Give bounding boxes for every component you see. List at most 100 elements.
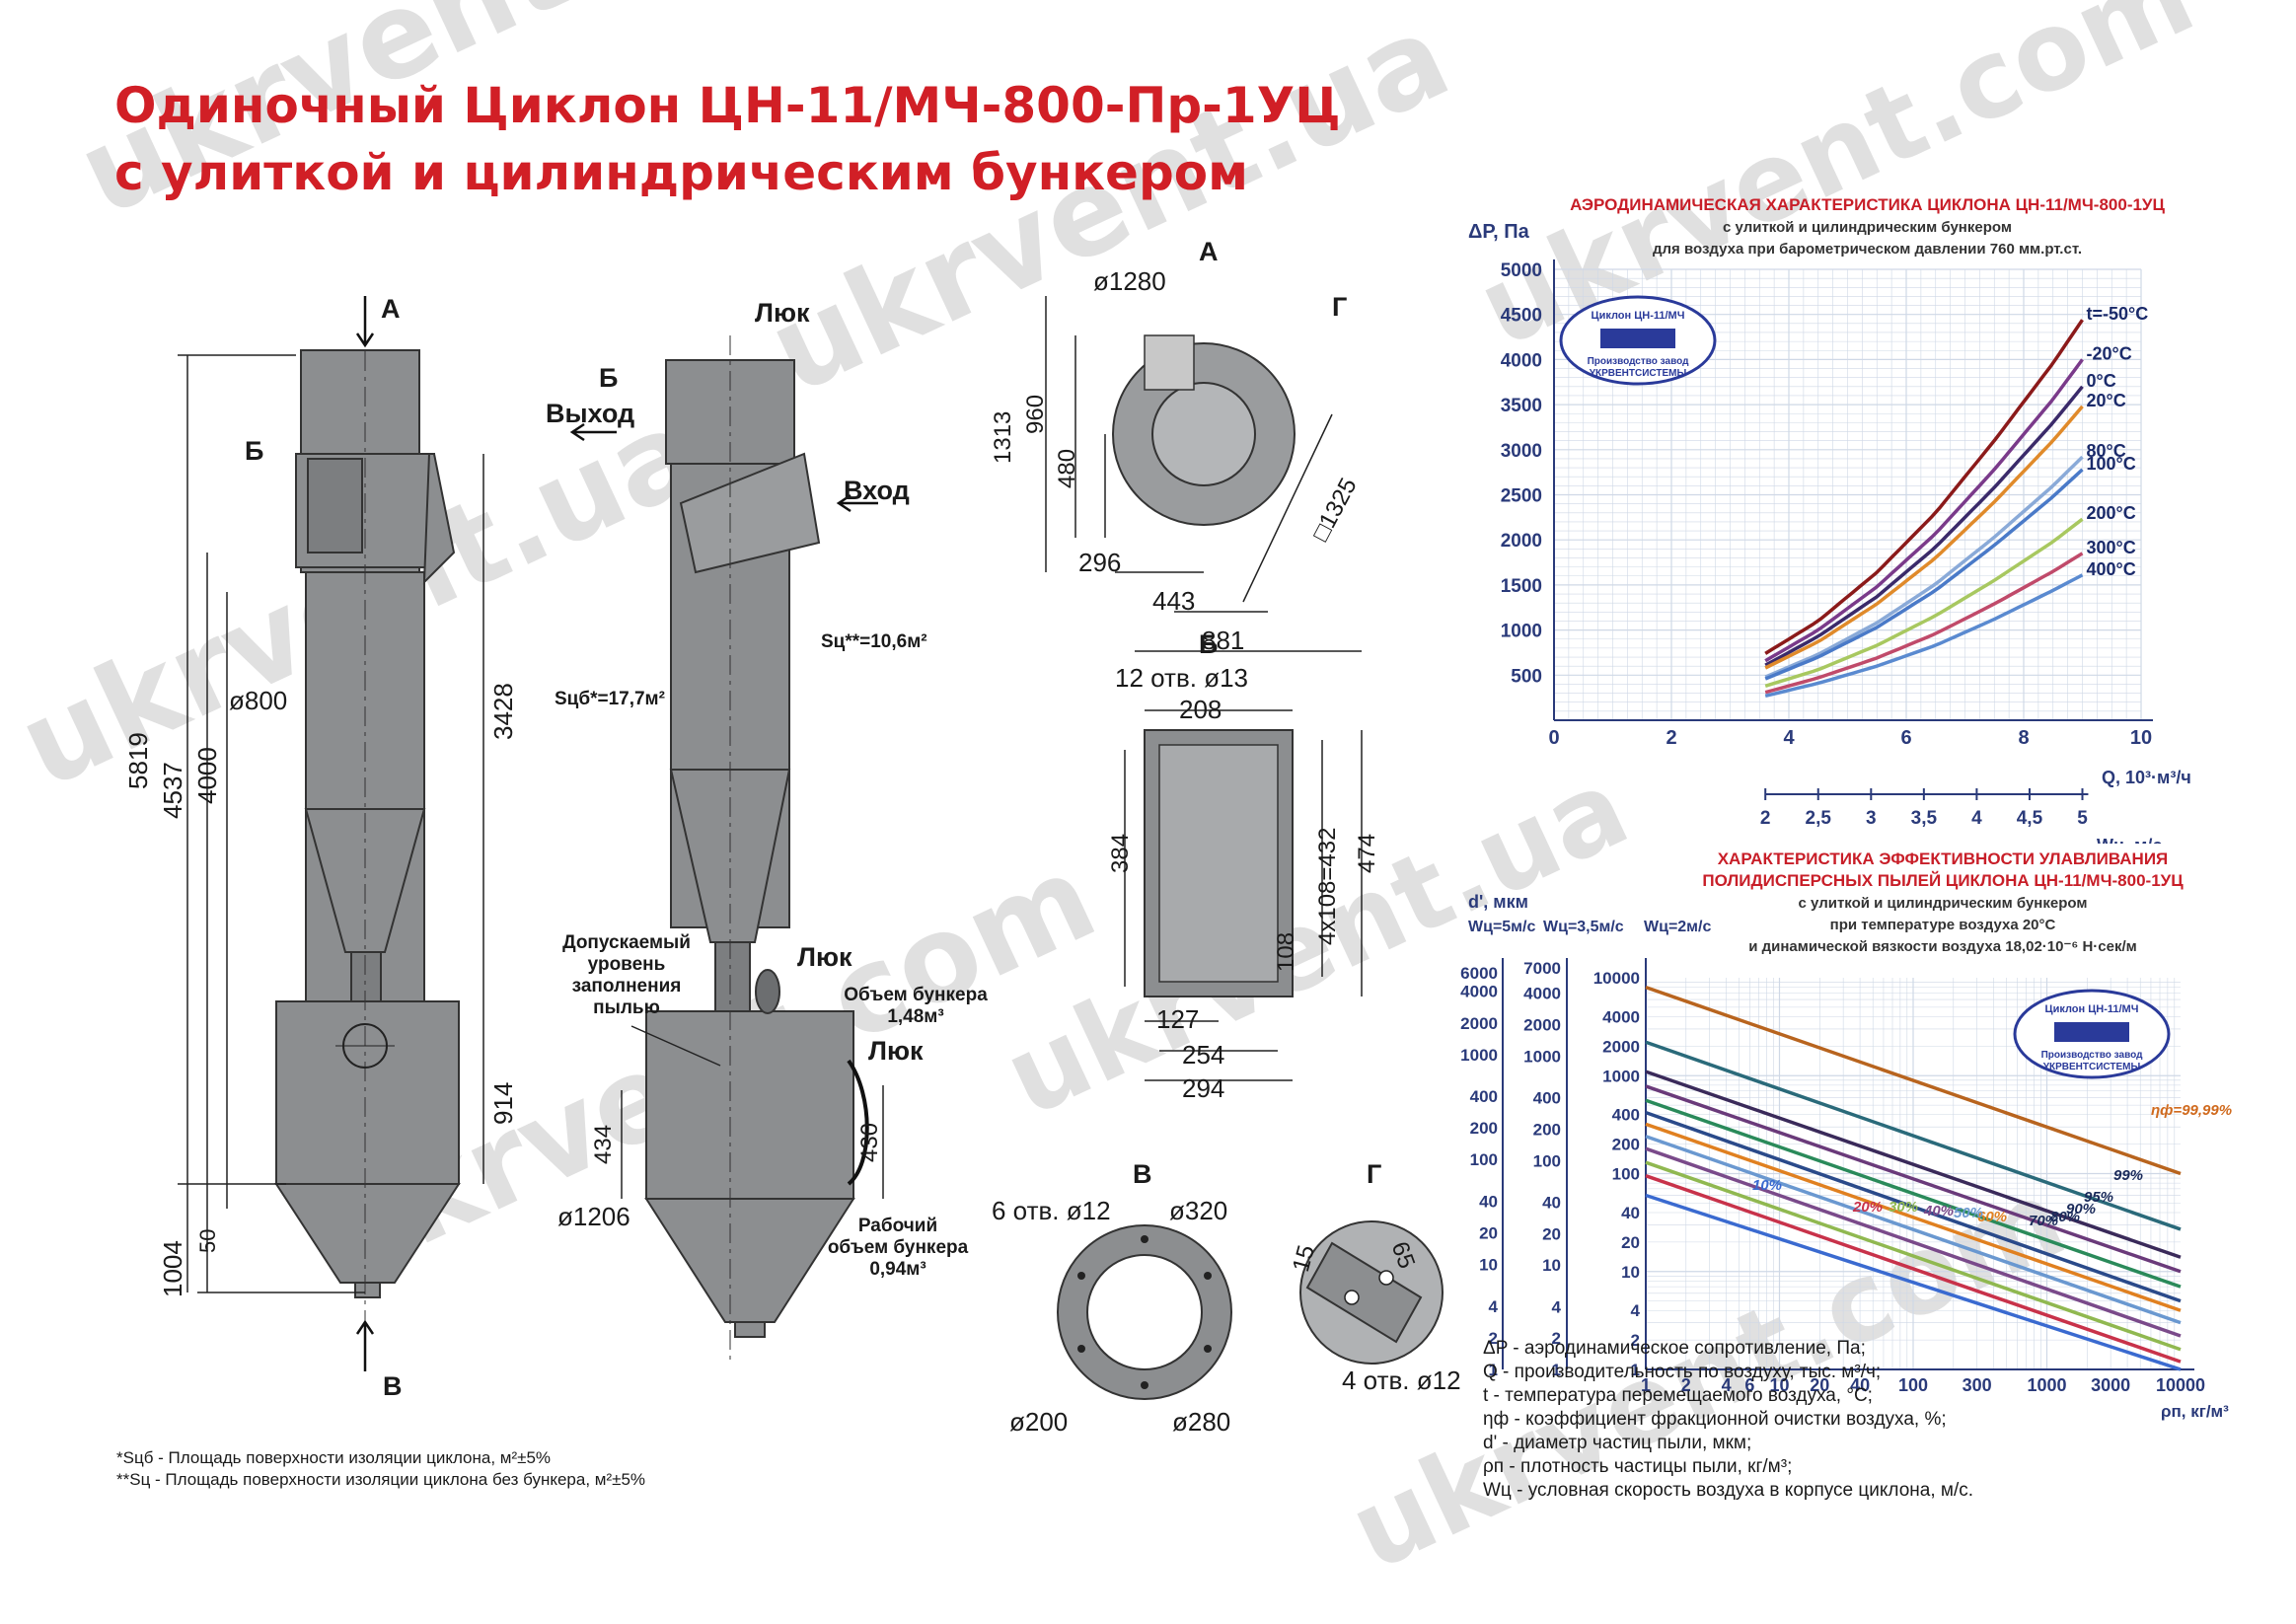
dim-50: 50 <box>195 1228 220 1253</box>
aerodynamic-chart: АЭРОДИНАМИЧЕСКАЯ ХАРАКТЕРИСТИКА ЦИКЛОНА … <box>1468 195 2191 844</box>
series-line <box>1764 319 2084 655</box>
series-line <box>1645 985 2182 1176</box>
legend-line: ΔP - аэродинамическое сопротивление, Па; <box>1483 1338 1866 1359</box>
dim-480: 480 <box>1054 448 1080 488</box>
col-label: Wц=3,5м/с <box>1543 919 1624 935</box>
series-label: 200°C <box>2087 503 2136 523</box>
legend-line: Wц - условная скорость воздуха в корпусе… <box>1483 1480 1974 1501</box>
y1-tick-label: 100 <box>1470 1150 1498 1169</box>
stamp-text: Производство завод <box>2041 1050 2143 1061</box>
view-a-drawing <box>1045 296 1362 652</box>
work-volume-line: Рабочий <box>857 1216 938 1236</box>
dim-254: 254 <box>1182 1040 1225 1070</box>
cyclone-front-view <box>178 296 484 1371</box>
x2-tick-label: 5 <box>2077 808 2088 829</box>
legend-line: d' - диаметр частиц пыли, мкм; <box>1483 1433 1752 1453</box>
y-tick-label: 2000 <box>1501 531 1542 552</box>
x-tick-label: 0 <box>1548 727 1559 749</box>
x-tick-label: 6 <box>1744 1375 1754 1395</box>
x-tick-label: 20 <box>1810 1375 1829 1395</box>
series-line <box>1645 1098 2182 1289</box>
series-label: 90% <box>2066 1201 2096 1218</box>
y-tick-label: 500 <box>1511 666 1542 687</box>
x-tick-label: 10000 <box>2156 1375 2205 1395</box>
hatch-label-top: Люк <box>755 298 810 328</box>
y2-tick-label: 7000 <box>1523 959 1561 978</box>
y-tick-label: 3000 <box>1501 441 1542 462</box>
surface-area-1: Sцб*=17,7м² <box>555 689 665 709</box>
dim-474: 474 <box>1354 833 1380 873</box>
footnote: *Sцб - Площадь поверхности изоляции цикл… <box>116 1448 552 1467</box>
series-line <box>1764 517 2084 688</box>
series-label: 99% <box>2113 1167 2143 1184</box>
series-line <box>1645 1193 2182 1371</box>
series-line <box>1764 405 2084 670</box>
y3-tick-label: 10000 <box>1593 969 1640 988</box>
efficiency-chart: ХАРАКТЕРИСТИКА ЭФФЕКТИВНОСТИ УЛАВЛИВАНИЯ… <box>1460 849 2232 1421</box>
y3-tick-label: 4 <box>1631 1301 1641 1320</box>
dim-881: 881 <box>1202 626 1245 655</box>
dim-5819: 5819 <box>123 732 153 789</box>
legend-line: ηф - коэффициент фракционной очистки воз… <box>1483 1409 1947 1430</box>
series-label: 50% <box>1954 1205 1983 1221</box>
y2-tick-label: 1000 <box>1523 1047 1561 1066</box>
series-line <box>1645 1084 2182 1274</box>
dust-level-line: пылью <box>593 997 660 1018</box>
x-tick-label: 300 <box>1963 1375 1992 1395</box>
x2-tick-label: 2,5 <box>1806 808 1832 829</box>
y1-tick-label: 6000 <box>1460 964 1498 983</box>
y-axis-label: d', мкм <box>1468 892 1528 912</box>
dim-4537: 4537 <box>158 762 187 819</box>
y1-tick-label: 200 <box>1470 1119 1498 1138</box>
view-b-holes: 12 отв. ø13 <box>1115 663 1249 693</box>
bunker-volume-line: 1,48м³ <box>887 1006 944 1027</box>
x-tick-label: 4 <box>1722 1375 1732 1395</box>
x-axis-label: ρп, кг/м³ <box>2161 1402 2229 1421</box>
y1-tick-label: 2000 <box>1460 1014 1498 1033</box>
x-axis-label: Q, 10³·м³/ч <box>2102 768 2191 787</box>
work-volume-line: объем бункера <box>827 1237 969 1258</box>
y1-tick-label: 1000 <box>1460 1046 1498 1065</box>
stamp-text: Циклон ЦН-11/МЧ <box>1592 310 1685 322</box>
x-tick-label: 1000 <box>2027 1375 2066 1395</box>
series-label: 80% <box>2050 1209 2080 1225</box>
work-volume-note: Рабочий объем бункера 0,94м³ <box>809 1216 987 1281</box>
x2-tick-label: 4,5 <box>2017 808 2043 829</box>
view-marker-b-side: Б <box>599 363 619 393</box>
y2-tick-label: 400 <box>1533 1089 1561 1108</box>
y2-tick-label: 4 <box>1552 1297 1562 1316</box>
view-marker-v: В <box>383 1371 403 1401</box>
y3-tick-label: 2 <box>1631 1331 1640 1350</box>
x-tick-label: 6 <box>1900 727 1911 749</box>
view-marker-b: Б <box>245 436 264 466</box>
series-label: 300°C <box>2087 538 2136 557</box>
dim-108: 108 <box>1273 931 1299 972</box>
dust-level-line: Допускаемый <box>562 932 691 953</box>
y3-tick-label: 100 <box>1612 1165 1640 1184</box>
series-line <box>1764 358 2084 663</box>
chart-title: ПОЛИДИСПЕРСНЫХ ПЫЛЕЙ ЦИКЛОНА ЦН-11/МЧ-80… <box>1702 871 2184 890</box>
dim-d280: ø280 <box>1172 1407 1231 1437</box>
dim-d800: ø800 <box>229 686 288 715</box>
dust-level-line: заполнения <box>571 976 682 997</box>
series-line <box>1645 1122 2182 1312</box>
view-v-drawing <box>1057 1224 1232 1400</box>
view-a-title: А <box>1199 237 1219 266</box>
series-label: 60% <box>1977 1209 2007 1225</box>
stamp-text: Циклон ЦН-11/МЧ <box>2045 1003 2139 1015</box>
series-label: 40% <box>1923 1203 1954 1219</box>
series-label: t=-50°C <box>2087 304 2149 324</box>
y2-tick-label: 2000 <box>1523 1016 1561 1035</box>
view-marker-a: А <box>381 294 401 324</box>
dim-208: 208 <box>1179 695 1222 724</box>
symbol-legend: ΔP - аэродинамическое сопротивление, Па;… <box>1483 1337 1973 1503</box>
y-tick-label: 1500 <box>1501 576 1542 597</box>
series-line <box>1645 1110 2182 1303</box>
series-label: 80°C <box>2087 441 2126 461</box>
y1-tick-label: 1 <box>1489 1361 1498 1379</box>
y3-tick-label: 4000 <box>1602 1007 1640 1026</box>
x-tick-label: 3000 <box>2091 1375 2130 1395</box>
chart-title: АЭРОДИНАМИЧЕСКАЯ ХАРАКТЕРИСТИКА ЦИКЛОНА … <box>1570 195 2165 214</box>
y3-tick-label: 1000 <box>1602 1067 1640 1085</box>
dim-1313: 1313 <box>990 410 1016 464</box>
